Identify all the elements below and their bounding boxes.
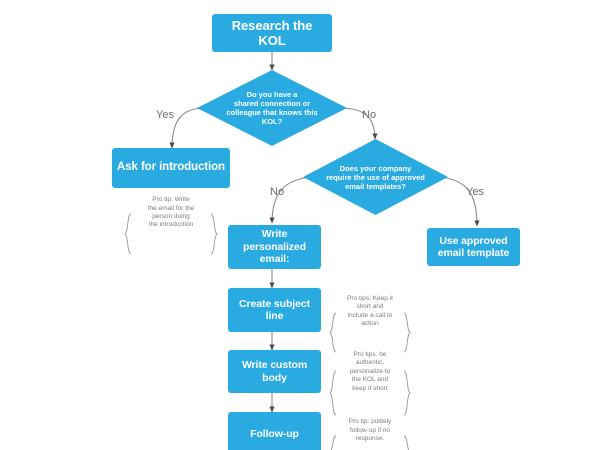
- brace-left-icon: [329, 414, 337, 450]
- brace-left-icon: [124, 192, 132, 255]
- brace-right-icon: [210, 192, 218, 255]
- brace-right-icon: [403, 291, 411, 353]
- diamond-shape: [197, 70, 347, 146]
- node-use-approved-email-template[interactable]: Use approved email template: [427, 228, 520, 266]
- edge-label-connection-yes: Yes: [156, 109, 174, 121]
- decision-approved-templates-label: Does your company require the use of app…: [326, 163, 425, 191]
- tip-follow-up: Pro tip: politely follow-up if no respon…: [330, 414, 410, 450]
- tip-create-subject-line-text: Pro tips: Keep it short and include a ca…: [347, 294, 393, 327]
- brace-left-icon: [329, 291, 337, 353]
- node-decision-shared-connection[interactable]: Do you have a shared connection or colle…: [197, 70, 347, 146]
- node-write-custom-body[interactable]: Write custom body: [228, 350, 321, 393]
- tip-write-custom-body-text: Pro tips: be authentic, personalize to t…: [349, 350, 391, 392]
- node-ask-for-introduction[interactable]: Ask for introduction: [112, 148, 230, 188]
- edge-label-templates-no: No: [270, 186, 285, 198]
- node-write-personalized-email[interactable]: Write personalized email:: [228, 225, 321, 269]
- diamond-shape: [303, 139, 448, 215]
- tip-ask-for-introduction: Pro tip: Write the email for the person …: [124, 192, 218, 255]
- brace-right-icon: [403, 349, 411, 416]
- node-decision-approved-templates[interactable]: Does your company require the use of app…: [303, 139, 448, 215]
- brace-right-icon: [403, 414, 411, 450]
- edge-label-connection-no: No: [362, 109, 377, 121]
- tip-write-custom-body: Pro tips: be authentic, personalize to t…: [329, 349, 411, 416]
- tip-ask-for-introduction-text: Pro tip: Write the email for the person …: [147, 196, 195, 229]
- node-research-kol[interactable]: Research the KOL: [212, 14, 332, 52]
- tip-create-subject-line: Pro tips: Keep it short and include a ca…: [329, 291, 411, 353]
- tip-follow-up-text: Pro tip: politely follow-up if no respon…: [348, 418, 392, 443]
- brace-left-icon: [329, 349, 337, 416]
- edge-label-templates-yes: Yes: [466, 186, 484, 198]
- decision-shared-connection-label: Do you have a shared connection or colle…: [226, 90, 318, 126]
- node-create-subject-line[interactable]: Create subject line: [228, 288, 321, 332]
- node-follow-up[interactable]: Follow-up: [228, 412, 321, 450]
